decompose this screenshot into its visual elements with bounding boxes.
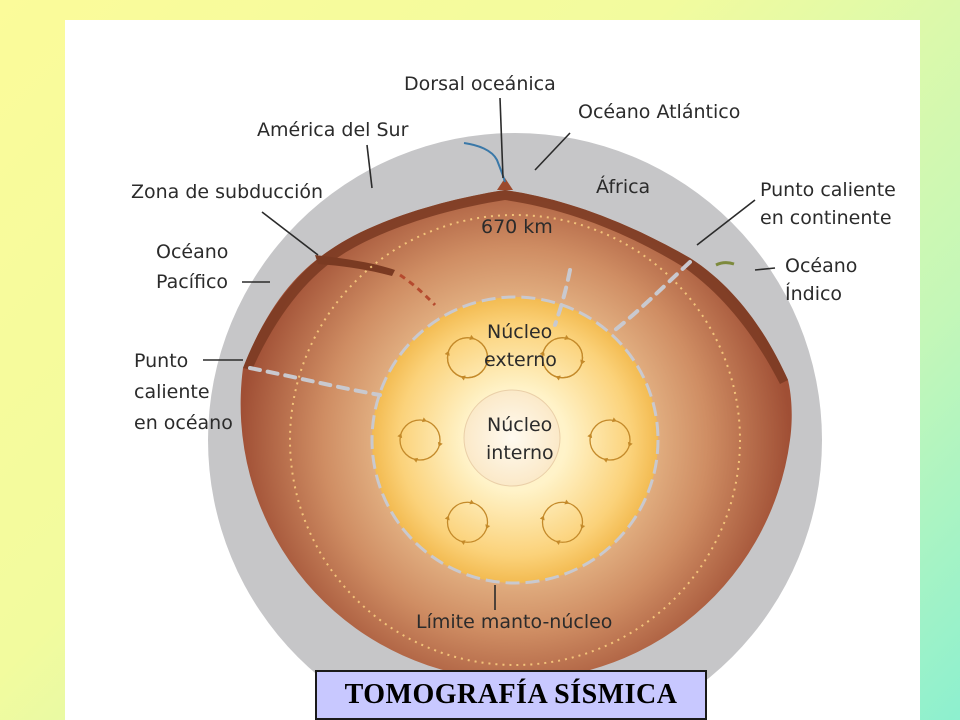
convection-cell xyxy=(444,499,491,545)
convection-arrowhead xyxy=(564,335,570,340)
slide-caption: TOMOGRAFÍA SÍSMICA xyxy=(315,670,707,720)
leader-america xyxy=(366,144,373,189)
label-punto-caliente-oceano-2: caliente xyxy=(134,381,210,403)
label-america-del-sur: América del Sur xyxy=(257,119,409,141)
label-nucleo-externo-2: externo xyxy=(484,349,557,371)
label-oceano-indico-1: Océano xyxy=(785,255,857,277)
convection-arrowhead xyxy=(603,457,609,463)
africa-coast-mark xyxy=(715,261,735,267)
convection-arrowhead xyxy=(564,499,570,505)
label-nucleo-externo-1: Núcleo xyxy=(487,321,552,343)
convection-arrowhead xyxy=(555,375,561,381)
label-punto-caliente-continente-1: Punto caliente xyxy=(760,179,896,201)
label-oceano-atlantico: Océano Atlántico xyxy=(578,101,740,123)
label-nucleo-interno-1: Núcleo xyxy=(487,414,552,436)
convection-arrowhead xyxy=(611,417,617,423)
label-africa: África xyxy=(596,175,650,198)
leader-indico xyxy=(754,267,776,271)
label-oceano-pacifico-2: Pacífico xyxy=(156,271,228,293)
label-oceano-indico-2: Índico xyxy=(785,282,842,305)
convection-arrowhead xyxy=(460,375,466,381)
convection-arrowhead xyxy=(469,499,475,505)
convection-arrowhead xyxy=(555,540,561,545)
convection-cell xyxy=(397,417,443,463)
ocean-ridge xyxy=(497,178,513,190)
subduction-slab xyxy=(315,255,395,276)
convection-arrowhead xyxy=(444,515,450,521)
convection-cell xyxy=(587,417,633,463)
670km-discontinuity-line xyxy=(289,214,741,666)
convection-arrowhead xyxy=(587,433,593,439)
leader-dorsal xyxy=(499,97,504,179)
label-punto-caliente-oceano-1: Punto xyxy=(134,350,188,372)
convection-cell xyxy=(539,499,586,545)
lithosphere-band xyxy=(243,190,788,384)
convection-arrowhead xyxy=(539,515,545,521)
convection-arrowhead xyxy=(469,335,475,340)
convection-arrowhead xyxy=(437,441,443,447)
label-dorsal-oceanica: Dorsal oceánica xyxy=(404,73,556,95)
convection-cells xyxy=(397,335,633,545)
label-punto-caliente-oceano-3: en océano xyxy=(134,412,233,434)
convection-arrowhead xyxy=(539,350,545,356)
convection-arrowhead xyxy=(397,433,403,439)
label-punto-caliente-continente-2: en continente xyxy=(760,207,892,229)
label-limite-manto-nucleo: Límite manto-núcleo xyxy=(416,611,612,633)
mantle-plume-streaks xyxy=(248,260,692,397)
convection-arrowhead xyxy=(580,359,586,365)
convection-arrowhead xyxy=(627,441,633,447)
label-zona-subduccion: Zona de subducción xyxy=(131,181,323,203)
convection-arrowhead xyxy=(485,359,491,365)
convection-arrowhead xyxy=(421,417,427,423)
core-mantle-boundary xyxy=(370,295,660,585)
convection-arrowhead xyxy=(460,540,466,545)
leader-subduccion xyxy=(261,211,319,256)
label-nucleo-interno-2: interno xyxy=(486,442,554,464)
inner-core xyxy=(463,389,561,487)
leader-punto-cont xyxy=(696,199,756,246)
convection-cell xyxy=(539,335,586,381)
leader-atlantico xyxy=(534,132,571,171)
convection-arrowhead xyxy=(580,524,586,530)
subduction-trail xyxy=(399,273,437,307)
convection-arrowhead xyxy=(413,457,419,463)
convection-arrowhead xyxy=(485,524,491,530)
convection-cell xyxy=(444,335,491,381)
label-oceano-pacifico-1: Océano xyxy=(156,241,228,263)
convection-arrowhead xyxy=(444,350,450,356)
label-670-km: 670 km xyxy=(481,216,553,238)
